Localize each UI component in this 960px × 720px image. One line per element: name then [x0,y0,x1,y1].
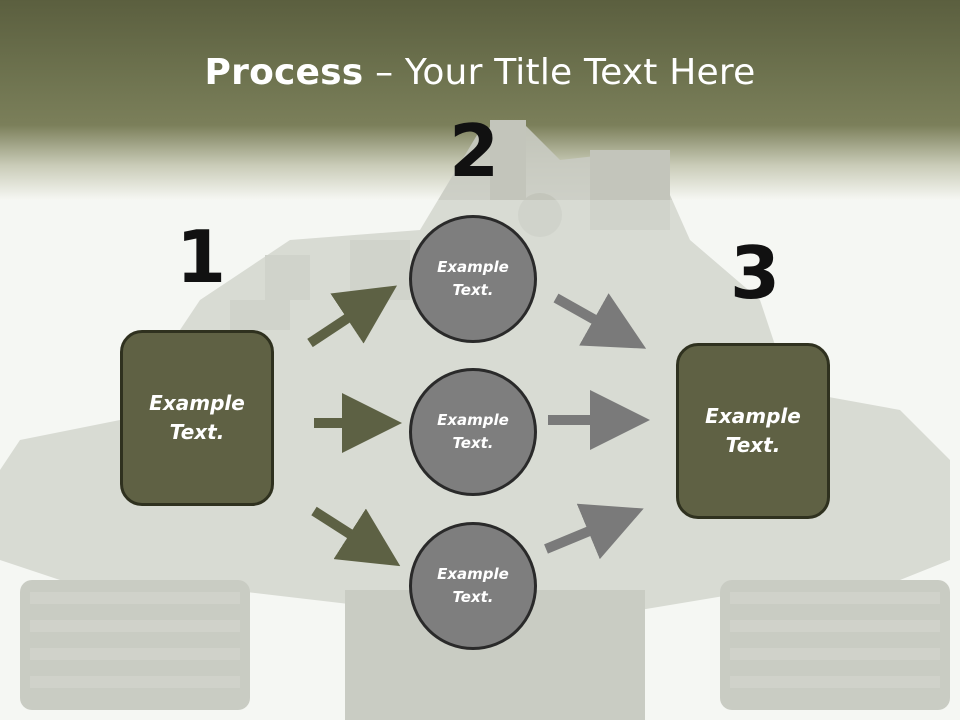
circle-middle-line1: Example [437,411,509,429]
process-circle-bottom: Example Text. [409,522,537,650]
left-process-box: Example Text. [120,330,274,506]
right-process-box: Example Text. [676,343,830,519]
process-circle-top: Example Text. [409,215,537,343]
title-text: Your Title Text Here [404,52,756,93]
slide-title: Process – Your Title Text Here [0,52,960,93]
right-box-line1: Example [705,404,801,428]
step-number-1: 1 [176,215,227,299]
arrow-top-to-right [553,293,647,349]
circle-top-line2: Text. [452,281,494,299]
circle-middle-line2: Text. [452,434,494,452]
left-box-line2: Text. [169,420,225,444]
circle-top-line1: Example [437,258,509,276]
circle-bottom-line2: Text. [452,588,494,606]
title-bold: Process [204,52,364,93]
process-circle-middle: Example Text. [409,368,537,496]
circle-bottom-line1: Example [437,565,509,583]
step-number-2: 2 [449,109,500,193]
arrow-bottom-to-right [544,503,644,560]
arrow-left-to-bottom [311,506,401,567]
arrow-left-to-top [307,285,398,348]
left-box-line1: Example [149,391,245,415]
step-number-3: 3 [730,231,781,315]
right-box-line2: Text. [725,433,781,457]
title-separator: – [363,52,405,93]
